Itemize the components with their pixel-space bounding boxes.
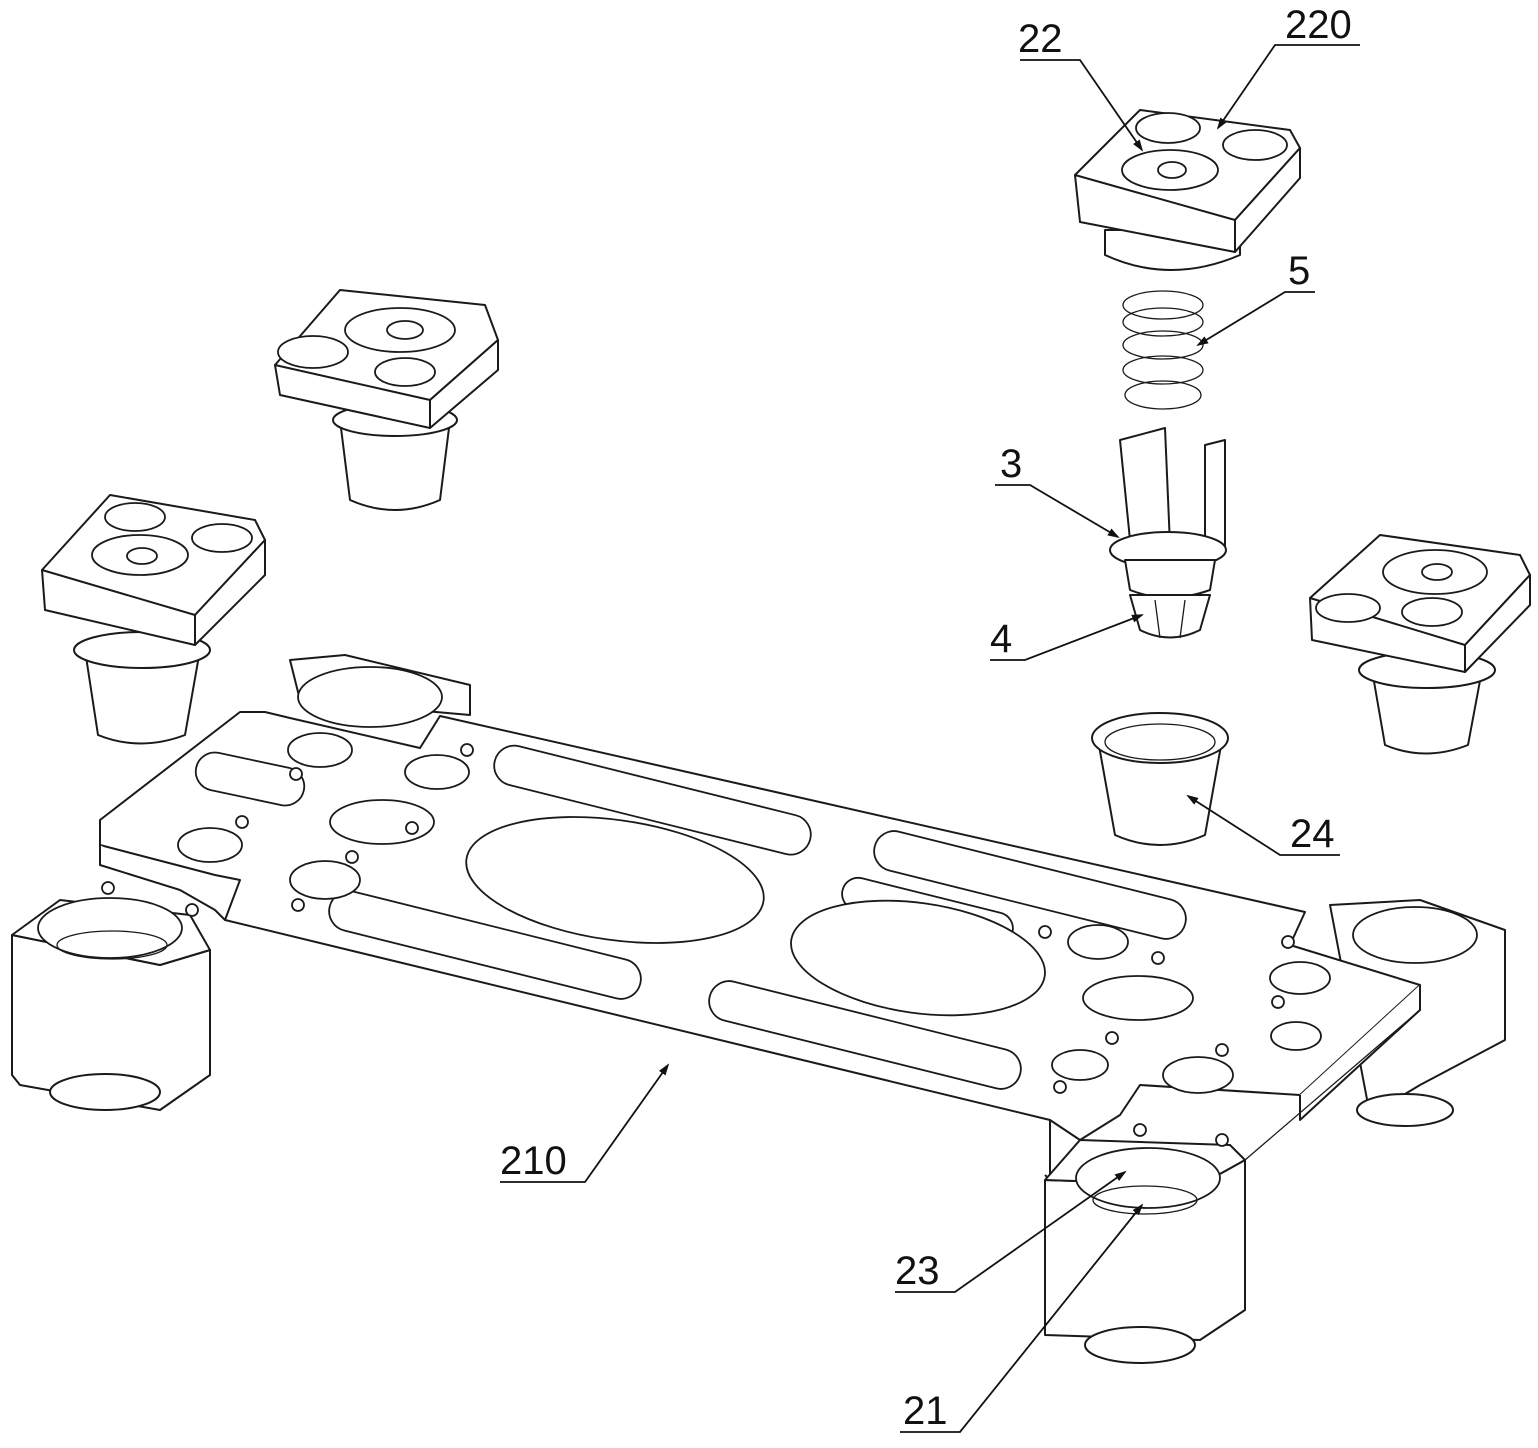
label-210: 210 xyxy=(500,1139,567,1183)
label-23: 23 xyxy=(895,1249,940,1293)
label-24: 24 xyxy=(1290,812,1335,856)
label-5: 5 xyxy=(1288,249,1310,293)
valve-4 xyxy=(1130,595,1210,638)
cap-module-left xyxy=(42,495,265,744)
label-22: 22 xyxy=(1018,17,1063,61)
label-3: 3 xyxy=(1000,442,1022,486)
base-plate-210 xyxy=(12,655,1505,1363)
cap-module-back-left xyxy=(275,290,498,510)
label-21: 21 xyxy=(903,1389,948,1433)
label-4: 4 xyxy=(990,617,1012,661)
cap-220 xyxy=(1075,110,1300,270)
spring-5 xyxy=(1123,291,1203,409)
cup-24 xyxy=(1092,713,1228,845)
cap-module-right xyxy=(1310,535,1530,754)
label-220: 220 xyxy=(1285,3,1352,47)
sleeve-3 xyxy=(1110,428,1226,598)
